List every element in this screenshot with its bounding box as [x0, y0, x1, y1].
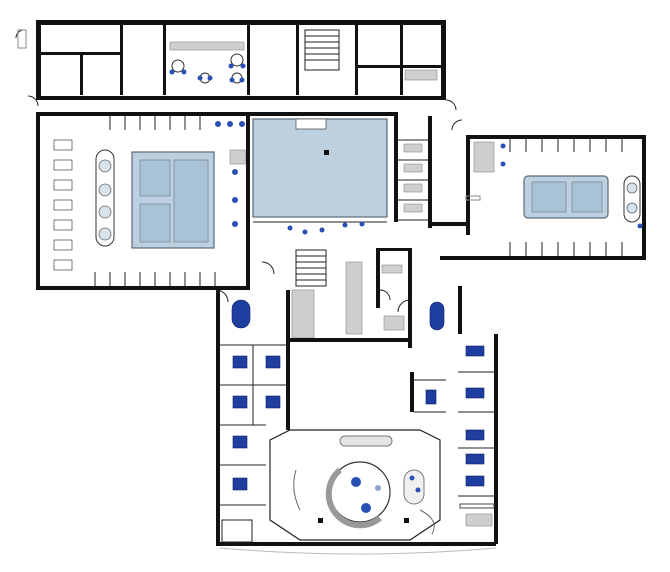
west-pool-hall	[36, 112, 250, 290]
east-treatment-wing	[410, 286, 498, 544]
stair-icon	[295, 249, 327, 287]
south-lounge	[216, 429, 497, 555]
lounger-icon	[53, 139, 73, 271]
central-main-pool	[246, 112, 432, 252]
central-circulation	[246, 248, 412, 348]
stair-icon	[304, 29, 340, 71]
pool-icon	[523, 175, 609, 219]
north-service-rooms	[36, 20, 446, 100]
treatment-bed-icon	[425, 345, 485, 487]
door-swing-icon	[15, 29, 463, 303]
treatment-bed-icon	[232, 355, 281, 491]
round-table-icon	[169, 53, 246, 84]
door-swing-icon	[379, 289, 411, 313]
west-treatment-wing	[216, 290, 290, 546]
pool-icon	[131, 151, 215, 249]
east-pool-wing	[466, 135, 646, 260]
pool-icon	[252, 118, 388, 218]
